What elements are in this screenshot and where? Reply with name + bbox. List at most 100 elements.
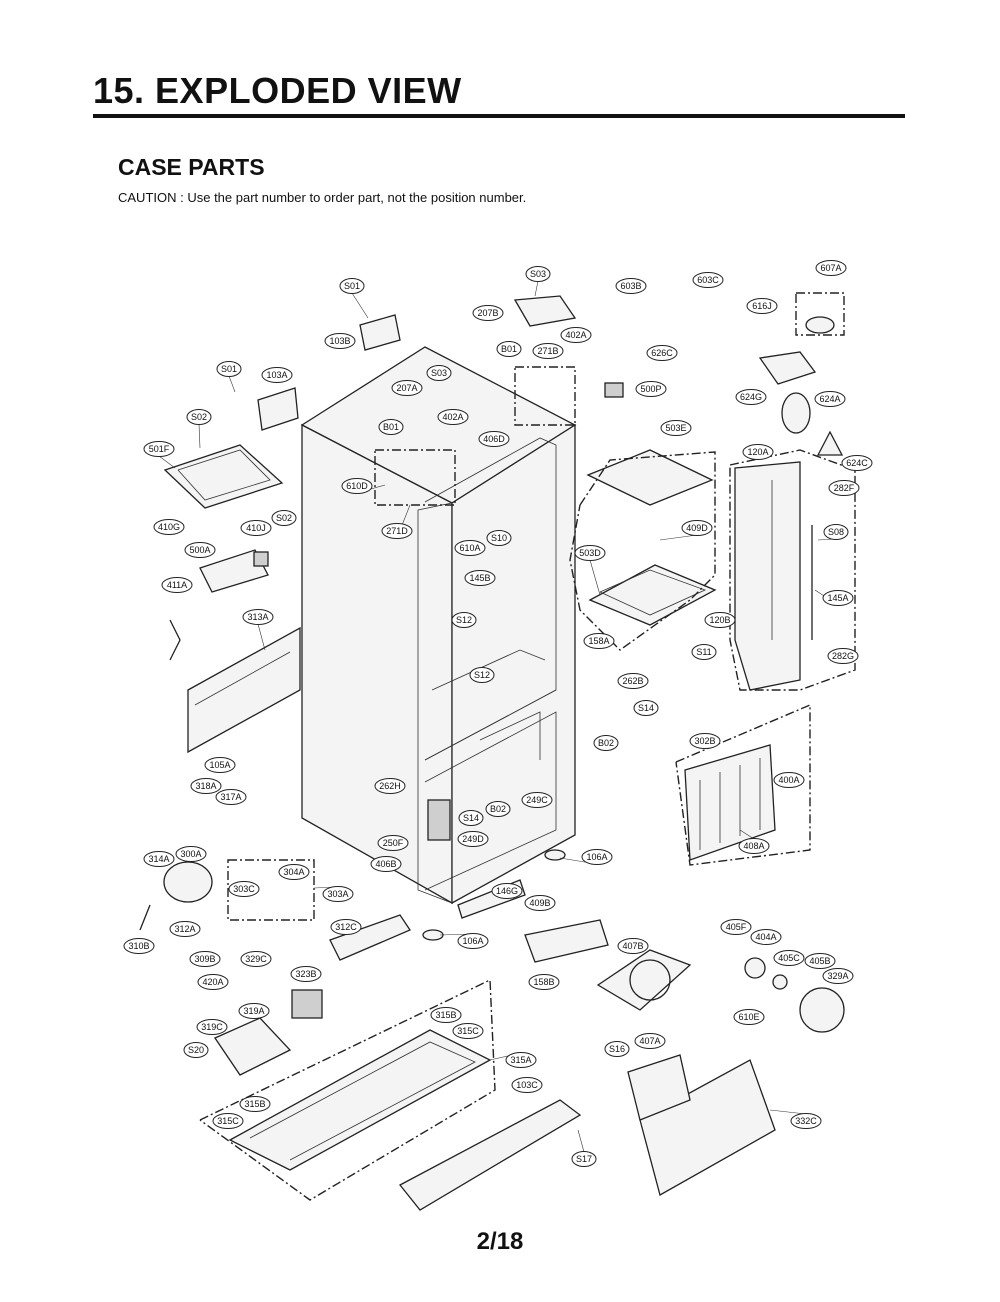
part-callout: 145B	[464, 570, 496, 586]
callout-label: B01	[383, 422, 399, 432]
callout-bubble	[491, 883, 523, 899]
callout-label: S03	[431, 368, 447, 378]
part-callout: 501F	[143, 441, 175, 457]
part-callout: 503D	[574, 545, 606, 561]
callout-label: 317A	[220, 792, 241, 802]
callout-bubble	[822, 590, 854, 606]
callout-bubble	[790, 1113, 822, 1129]
part-callout: S17	[571, 1151, 597, 1167]
part-callout: S16	[604, 1041, 630, 1057]
callout-bubble	[814, 391, 846, 407]
callout-label: 624C	[846, 458, 868, 468]
callout-label: 146G	[496, 886, 518, 896]
part-callout: S14	[458, 810, 484, 826]
callout-label: 315B	[244, 1099, 265, 1109]
door-parts	[163, 295, 844, 691]
part-callout: 610E	[733, 1009, 765, 1025]
callout-bubble	[634, 1033, 666, 1049]
callout-bubble	[827, 648, 859, 664]
callout-label: S02	[276, 513, 292, 523]
callout-label: 271B	[537, 346, 558, 356]
callout-label: 207A	[396, 383, 417, 393]
callout-label: 500P	[640, 384, 661, 394]
part-callout: 624A	[814, 391, 846, 407]
callout-bubble	[496, 341, 522, 357]
part-callout: 626C	[646, 345, 678, 361]
callout-bubble	[197, 974, 229, 990]
callout-bubble	[169, 921, 201, 937]
callout-label: S17	[576, 1154, 592, 1164]
part-callout: 317A	[215, 789, 247, 805]
part-callout: 624C	[841, 455, 873, 471]
callout-label: 407A	[639, 1036, 660, 1046]
callout-label: S01	[221, 364, 237, 374]
callout-bubble	[123, 938, 155, 954]
callout-label: 410G	[158, 522, 180, 532]
callout-bubble	[593, 735, 619, 751]
part-callout: 319C	[196, 1019, 228, 1035]
callout-label: S14	[638, 703, 654, 713]
callout-label: 304A	[283, 867, 304, 877]
callout-label: 106A	[462, 936, 483, 946]
callout-bubble	[692, 272, 724, 288]
callout-label: S20	[188, 1045, 204, 1055]
callout-label: 400A	[778, 775, 799, 785]
part-callout: 329C	[240, 951, 272, 967]
part-callout: 312C	[330, 919, 362, 935]
callout-label: S12	[456, 615, 472, 625]
part-callout: 410G	[153, 519, 185, 535]
part-callout: 319A	[238, 1003, 270, 1019]
callout-label: 405C	[778, 953, 800, 963]
part-callout: 262H	[374, 778, 406, 794]
part-callout: 303A	[322, 886, 354, 902]
callout-bubble	[143, 851, 175, 867]
callout-bubble	[583, 633, 615, 649]
callout-label: 319A	[243, 1006, 264, 1016]
callout-bubble	[720, 919, 752, 935]
callout-label: 406D	[483, 434, 505, 444]
callout-label: S02	[191, 412, 207, 422]
callout-label: 407B	[622, 941, 643, 951]
callout-label: 120A	[747, 447, 768, 457]
callout-label: 610E	[738, 1012, 759, 1022]
callout-label: 103A	[266, 370, 287, 380]
part-callout: 406B	[370, 856, 402, 872]
part-callout: 309B	[189, 951, 221, 967]
part-callout: 624G	[735, 389, 767, 405]
callout-bubble	[186, 409, 212, 425]
part-callout: 402A	[437, 409, 469, 425]
part-callout: 207A	[391, 380, 423, 396]
callout-bubble	[437, 409, 469, 425]
callout-bubble	[196, 1019, 228, 1035]
part-callout: 103B	[324, 333, 356, 349]
callout-label: 402A	[442, 412, 463, 422]
callout-label: 616J	[752, 301, 772, 311]
part-callout: 120A	[742, 444, 774, 460]
callout-label: 303A	[327, 889, 348, 899]
callout-label: S10	[491, 533, 507, 543]
caution-note: CAUTION : Use the part number to order p…	[118, 190, 527, 205]
callout-bubble	[750, 929, 782, 945]
callout-label: 610A	[459, 543, 480, 553]
callout-label: 626C	[651, 348, 673, 358]
callout-label: 607A	[820, 263, 841, 273]
callout-bubble	[615, 278, 647, 294]
callout-bubble	[153, 519, 185, 535]
callout-bubble	[381, 523, 413, 539]
callout-label: 300A	[180, 849, 201, 859]
callout-bubble	[215, 789, 247, 805]
part-callout: 158B	[528, 974, 560, 990]
part-callout: 616J	[746, 298, 778, 314]
group-outlines	[199, 292, 856, 1201]
callout-label: 332C	[795, 1116, 817, 1126]
part-callout: 603B	[615, 278, 647, 294]
callout-bubble	[804, 953, 836, 969]
callout-label: 158A	[588, 636, 609, 646]
callout-label: 145A	[827, 593, 848, 603]
part-callout: 407B	[617, 938, 649, 954]
callout-bubble	[242, 609, 274, 625]
callout-label: 329A	[827, 971, 848, 981]
callout-label: 105A	[209, 760, 230, 770]
callout-bubble	[574, 545, 606, 561]
